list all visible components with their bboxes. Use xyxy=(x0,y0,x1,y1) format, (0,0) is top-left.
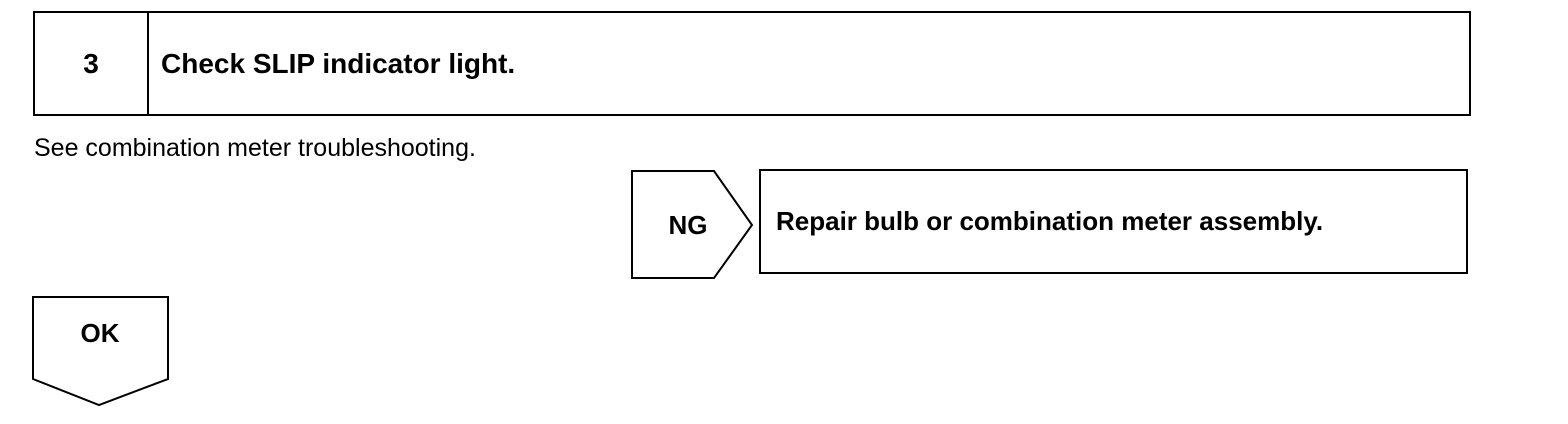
ok-arrow-shape xyxy=(32,296,169,407)
ng-action-text: Repair bulb or combination meter assembl… xyxy=(776,206,1324,236)
ng-action-box: Repair bulb or combination meter assembl… xyxy=(759,169,1468,274)
step-note: See combination meter troubleshooting. xyxy=(34,134,476,162)
step-title: Check SLIP indicator light. xyxy=(161,47,516,79)
ng-arrow-shape xyxy=(631,170,754,279)
step-number: 3 xyxy=(35,13,149,114)
step-header: 3 Check SLIP indicator light. xyxy=(33,11,1471,116)
ng-label: NG xyxy=(668,209,708,240)
ok-label: OK xyxy=(80,318,120,348)
